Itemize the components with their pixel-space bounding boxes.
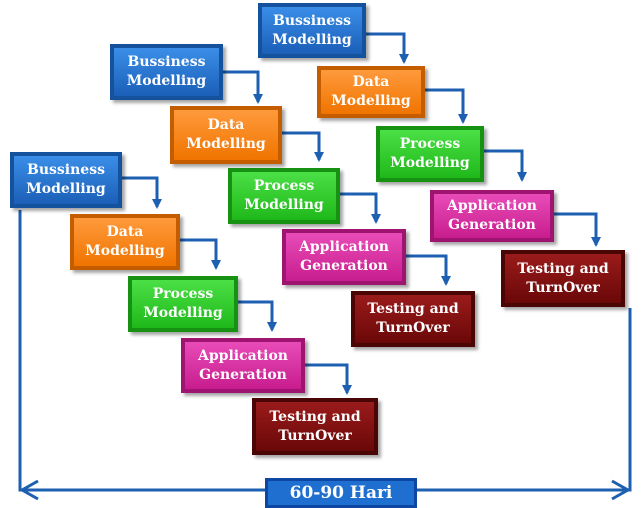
cycle-2-data-modelling-box: Data Modelling xyxy=(170,106,282,164)
box-label-line1: Process xyxy=(399,136,461,152)
cycle-1-business-modelling-box: Bussiness Modelling xyxy=(258,3,366,58)
box-label-line1: Data xyxy=(106,224,144,240)
cycle-1-testing-turnover-box: Testing and TurnOver xyxy=(501,250,625,307)
box-label-line2: Modelling xyxy=(186,136,266,152)
box-label-line1: Data xyxy=(352,74,390,90)
cycle-3-process-modelling-box: Process Modelling xyxy=(128,276,238,332)
box-label-line2: TurnOver xyxy=(526,279,600,296)
cycle-3-application-generation-box: Application Generation xyxy=(181,338,305,393)
cycle-3-business-modelling-box: Bussiness Modelling xyxy=(10,152,122,208)
box-label-line1: Testing and xyxy=(517,260,609,277)
box-label-line1: Process xyxy=(152,286,214,302)
connector-arrow xyxy=(425,88,468,124)
box-label-line1: Bussiness xyxy=(273,12,351,29)
box-label-line1: Application xyxy=(447,198,537,214)
box-label-line2: Modelling xyxy=(85,243,165,259)
cycle-1-application-generation-box: Application Generation xyxy=(430,190,554,242)
duration-label: 60-90 Hari xyxy=(265,478,417,508)
box-label-line1: Application xyxy=(198,347,288,364)
connector-arrow xyxy=(340,192,381,224)
box-label-line2: Modelling xyxy=(331,93,411,109)
connector-arrow xyxy=(484,149,527,182)
box-label-line1: Data xyxy=(207,117,245,133)
box-label-line2: Modelling xyxy=(244,197,324,213)
cycle-3-testing-turnover-box: Testing and TurnOver xyxy=(252,398,378,455)
timeline-arrow-right xyxy=(611,479,629,501)
cycle-2-process-modelling-box: Process Modelling xyxy=(228,168,340,224)
box-label-line1: Testing and xyxy=(367,301,459,317)
connector-arrow xyxy=(406,254,451,286)
box-label-line2: Modelling xyxy=(126,73,207,89)
connector-arrow xyxy=(554,212,601,247)
box-label-line2: Generation xyxy=(448,217,536,233)
connector-arrow xyxy=(238,300,277,332)
timeline-arrow-left xyxy=(21,479,39,501)
connector-arrow xyxy=(366,32,409,64)
connector-arrow xyxy=(180,238,221,270)
cycle-2-business-modelling-box: Bussiness Modelling xyxy=(110,44,223,100)
box-label-line2: Generation xyxy=(199,366,287,383)
cycle-2-application-generation-box: Application Generation xyxy=(282,229,406,285)
cycle-1-process-modelling-box: Process Modelling xyxy=(376,126,484,182)
connector-arrow xyxy=(122,176,162,209)
connector-arrow xyxy=(223,70,263,104)
cycle-2-testing-turnover-box: Testing and TurnOver xyxy=(351,291,475,347)
box-label-line1: Testing and xyxy=(269,408,361,425)
box-label-line2: Modelling xyxy=(143,305,223,321)
box-label-line1: Process xyxy=(253,178,315,194)
box-label-line2: TurnOver xyxy=(278,427,352,444)
box-label-line1: Bussiness xyxy=(27,162,105,178)
box-label-line1: Bussiness xyxy=(127,54,206,70)
box-label-line1: Application xyxy=(299,239,389,255)
connector-arrow xyxy=(282,131,324,162)
box-label-line2: Modelling xyxy=(26,181,106,197)
connector-arrow xyxy=(305,363,352,395)
box-label-line2: Modelling xyxy=(390,155,470,171)
duration-text: 60-90 Hari xyxy=(289,483,393,503)
cycle-3-data-modelling-box: Data Modelling xyxy=(70,214,180,270)
box-label-line2: TurnOver xyxy=(376,320,450,336)
cycle-1-data-modelling-box: Data Modelling xyxy=(317,66,425,118)
box-label-line2: Modelling xyxy=(272,31,352,48)
box-label-line2: Generation xyxy=(300,258,388,274)
